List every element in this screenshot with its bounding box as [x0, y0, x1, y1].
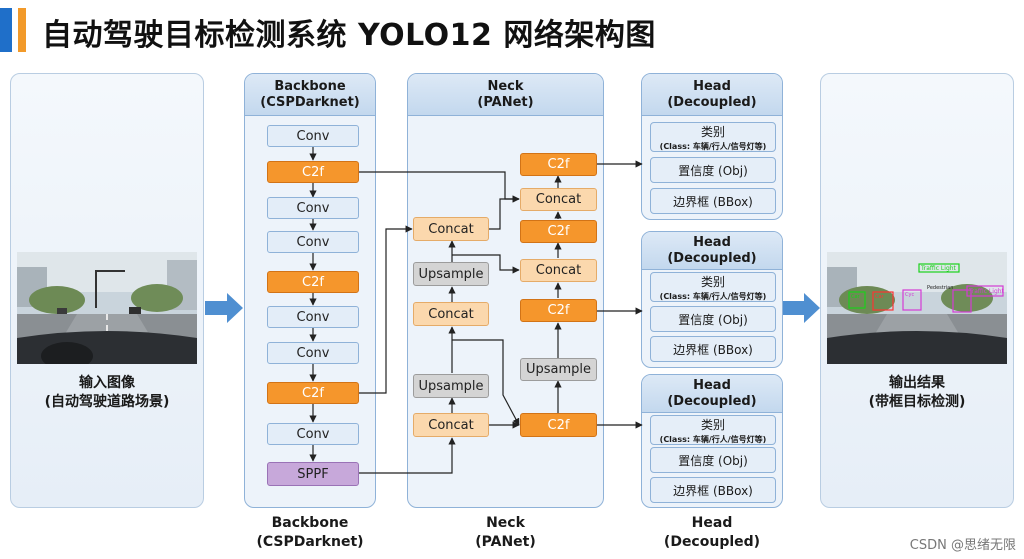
backbone-conv-3: Conv	[267, 231, 359, 253]
input-flow-arrow	[205, 293, 243, 323]
detection-label-5: Pedestrian	[927, 285, 953, 291]
input-caption: 输入图像 (自动驾驶道路场景)	[11, 374, 203, 412]
head-2-obj-box: 置信度 (Obj)	[650, 306, 776, 332]
neck-caption-line2: (PANet)	[475, 534, 536, 550]
head-2-bbox-box: 边界框 (BBox)	[650, 336, 776, 362]
head-caption-line2: (Decoupled)	[663, 534, 761, 550]
backbone-sppf: SPPF	[267, 462, 359, 486]
head-1-bbox-label: 边界框 (BBox)	[673, 194, 753, 209]
page-title: 自动驾驶目标检测系统 YOLO12 网络架构图	[42, 18, 656, 53]
detection-label-3: Car	[875, 294, 885, 300]
head-3-bbox-box: 边界框 (BBox)	[650, 477, 776, 503]
backbone-header-line2: (CSPDarknet)	[260, 95, 360, 110]
title-accent-orange	[18, 8, 26, 52]
neck-header-line2: (PANet)	[477, 95, 534, 110]
neck-c2f-mid2: C2f	[520, 299, 597, 322]
input-caption-line1: 输入图像	[79, 375, 135, 391]
neck-concat-4: Concat	[520, 188, 597, 211]
head-2-class-sub: (Class: 车辆/行人/信号灯等)	[659, 291, 767, 301]
backbone-conv-6: Conv	[267, 423, 359, 445]
input-caption-line2: (自动驾驶道路场景)	[44, 394, 170, 410]
head-2-obj-label: 置信度 (Obj)	[678, 312, 748, 327]
neck-header-line1: Neck	[487, 79, 524, 94]
detection-label-2: Car	[851, 294, 861, 300]
head-1-class-sub: (Class: 车辆/行人/信号灯等)	[659, 141, 767, 151]
output-flow-arrow	[782, 293, 820, 323]
watermark: CSDN @思绪无限	[909, 538, 1016, 553]
head-3-class-sub: (Class: 车辆/行人/信号灯等)	[659, 434, 767, 444]
output-panel: Traffic Light Traffic Light Car Car Cyc …	[820, 73, 1014, 508]
detection-label-4: Cyc	[905, 292, 914, 298]
head-3-obj-box: 置信度 (Obj)	[650, 447, 776, 473]
neck-c2f-top: C2f	[520, 153, 597, 176]
head-3-obj-label: 置信度 (Obj)	[678, 453, 748, 468]
head-1-class-box: 类别 (Class: 车辆/行人/信号灯等)	[650, 122, 776, 152]
output-detection-image: Traffic Light Traffic Light Car Car Cyc …	[827, 252, 1007, 364]
backbone-c2f-2: C2f	[267, 271, 359, 293]
head-3-class-label: 类别	[700, 417, 725, 432]
neck-concat-2: Concat	[413, 302, 489, 326]
neck-header: Neck (PANet)	[408, 74, 603, 116]
backbone-header-line1: Backbone	[274, 79, 346, 94]
neck-c2f-bottom: C2f	[520, 413, 597, 437]
neck-upsample-1: Upsample	[413, 262, 489, 286]
head-3-bbox-label: 边界框 (BBox)	[673, 483, 753, 498]
output-caption-line1: 输出结果	[889, 375, 945, 391]
head-3-header-line2: (Decoupled)	[667, 394, 757, 409]
head-2-class-box: 类别 (Class: 车辆/行人/信号灯等)	[650, 272, 776, 302]
head-1-header-line2: (Decoupled)	[667, 95, 757, 110]
detection-label-1: Traffic Light	[968, 288, 1005, 295]
head-2-header-line1: Head	[693, 235, 731, 250]
detection-label-0: Traffic Light	[920, 265, 957, 272]
neck-upsample-2: Upsample	[413, 374, 489, 398]
neck-caption-line1: Neck	[486, 515, 525, 531]
backbone-caption-line1: Backbone	[271, 515, 349, 531]
neck-concat-5: Concat	[520, 259, 597, 282]
head-3-header-line1: Head	[693, 378, 731, 393]
neck-upsample-3: Upsample	[520, 358, 597, 381]
output-caption: 输出结果 (带框目标检测)	[821, 374, 1013, 412]
neck-caption: Neck (PANet)	[407, 514, 604, 552]
neck-c2f-mid1: C2f	[520, 220, 597, 243]
title-accent-blue	[0, 8, 12, 52]
backbone-c2f-1: C2f	[267, 161, 359, 183]
backbone-conv-4: Conv	[267, 306, 359, 328]
head-1-header: Head (Decoupled)	[642, 74, 782, 116]
head-1-header-line1: Head	[693, 79, 731, 94]
head-2-class-label: 类别	[700, 274, 725, 289]
head-1-obj-box: 置信度 (Obj)	[650, 157, 776, 183]
backbone-c2f-3: C2f	[267, 382, 359, 404]
input-panel: 输入图像 (自动驾驶道路场景)	[10, 73, 204, 508]
head-1-obj-label: 置信度 (Obj)	[678, 163, 748, 178]
backbone-conv-1: Conv	[267, 125, 359, 147]
head-2-bbox-label: 边界框 (BBox)	[673, 342, 753, 357]
backbone-caption: Backbone (CSPDarknet)	[244, 514, 376, 552]
input-road-image	[17, 252, 197, 364]
head-1-class-label: 类别	[700, 124, 725, 139]
neck-concat-3: Concat	[413, 413, 489, 437]
head-panel-3: Head (Decoupled) 类别 (Class: 车辆/行人/信号灯等) …	[641, 374, 783, 508]
output-caption-line2: (带框目标检测)	[868, 394, 966, 410]
backbone-conv-2: Conv	[267, 197, 359, 219]
head-caption: Head (Decoupled)	[641, 514, 783, 552]
head-2-header: Head (Decoupled)	[642, 232, 782, 270]
head-1-bbox-box: 边界框 (BBox)	[650, 188, 776, 214]
head-caption-line1: Head	[691, 515, 733, 531]
head-panel-1: Head (Decoupled) 类别 (Class: 车辆/行人/信号灯等) …	[641, 73, 783, 220]
neck-concat-1: Concat	[413, 217, 489, 241]
head-3-header: Head (Decoupled)	[642, 375, 782, 413]
backbone-conv-5: Conv	[267, 342, 359, 364]
head-2-header-line2: (Decoupled)	[667, 251, 757, 266]
head-3-class-box: 类别 (Class: 车辆/行人/信号灯等)	[650, 415, 776, 445]
backbone-header: Backbone (CSPDarknet)	[245, 74, 375, 116]
head-panel-2: Head (Decoupled) 类别 (Class: 车辆/行人/信号灯等) …	[641, 231, 783, 368]
backbone-caption-line2: (CSPDarknet)	[256, 534, 364, 550]
